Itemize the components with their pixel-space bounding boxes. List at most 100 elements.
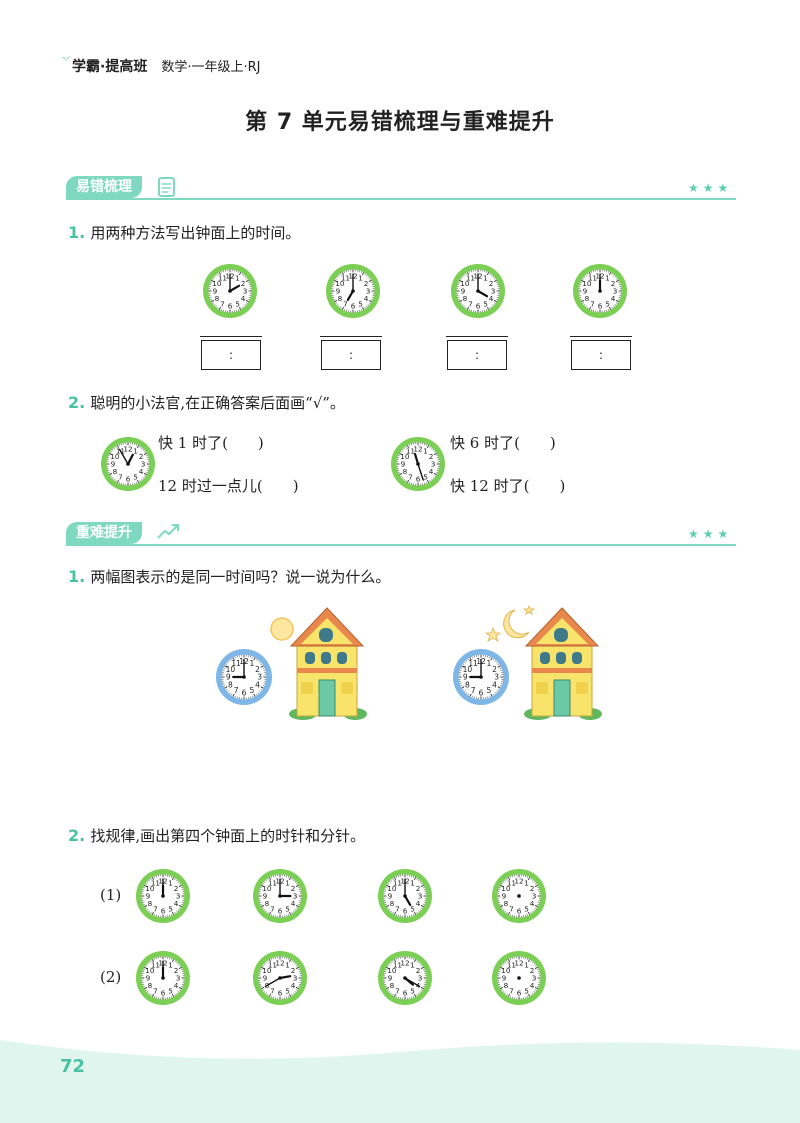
question-1-1: 1. 用两种方法写出钟面上的时间。 <box>68 222 300 243</box>
clock-number: 8 <box>338 294 343 303</box>
section2-divider <box>66 544 736 546</box>
clock-number: 2 <box>530 966 535 975</box>
digital-time-box[interactable]: : <box>571 340 631 370</box>
difficulty-stars-2: ★★★ <box>688 527 733 541</box>
clock-number: 11 <box>268 879 277 888</box>
answer-line[interactable] <box>200 336 262 337</box>
question-text: 找规律,画出第四个钟面上的时针和分针。 <box>90 827 366 845</box>
clock-center <box>126 462 130 466</box>
clock-number: 1 <box>168 961 173 970</box>
clock-number: 5 <box>285 987 290 996</box>
clock-center <box>161 894 165 898</box>
clock-number: 1 <box>168 879 173 888</box>
clock-number: 2 <box>174 966 179 975</box>
clock-number: 3 <box>491 287 496 296</box>
clock-number: 1 <box>605 274 610 283</box>
answer-line[interactable] <box>320 336 382 337</box>
clock-number: 9 <box>263 974 268 983</box>
clock-number: 6 <box>242 688 247 697</box>
clock-number: 8 <box>390 981 395 990</box>
clock-number: 4 <box>174 899 179 908</box>
clock-number: 7 <box>270 987 275 996</box>
option-text[interactable]: 快 12 时了( ) <box>450 477 566 495</box>
colon: : <box>228 348 234 362</box>
clock-number: 4 <box>139 467 144 476</box>
clock-number: 12 <box>123 444 132 453</box>
clock-number: 5 <box>133 473 138 482</box>
clock-center <box>228 289 232 293</box>
clock-number: 3 <box>613 287 618 296</box>
clock-number: 2 <box>416 966 421 975</box>
clock-number: 7 <box>395 987 400 996</box>
clock-number: 9 <box>463 673 468 682</box>
clock-number: 6 <box>476 302 481 311</box>
clock-number: 10 <box>262 884 272 893</box>
clock-number: 10 <box>400 452 410 461</box>
clock-number: 8 <box>113 467 118 476</box>
book-subtitle: 数学·一年级上·RJ <box>161 60 261 75</box>
page-number: 72 <box>60 1056 86 1077</box>
answer-line[interactable] <box>446 336 508 337</box>
clock-center <box>403 976 407 980</box>
clock-number: 4 <box>255 680 260 689</box>
clock-number: 2 <box>611 279 616 288</box>
row-label: (2) <box>100 968 122 986</box>
clock-number: 1 <box>235 274 240 283</box>
clock-number: 1 <box>524 961 529 970</box>
clock-number: 9 <box>146 892 151 901</box>
clock-number: 12 <box>275 958 284 967</box>
clock-number: 6 <box>517 907 522 916</box>
digital-time-box[interactable]: : <box>201 340 261 370</box>
page-title: 第 7 单元易错梳理与重难提升 <box>245 110 555 135</box>
difficulty-stars-1: ★★★ <box>688 181 733 195</box>
minute-hand <box>404 977 421 988</box>
section2-label-text: 重难提升 <box>76 525 132 541</box>
clock-number: 6 <box>126 475 131 484</box>
clock-number: 4 <box>530 899 535 908</box>
clock-number: 9 <box>388 892 393 901</box>
clock-number: 9 <box>213 287 218 296</box>
clock-center <box>517 894 521 898</box>
clock-number: 10 <box>226 665 236 674</box>
clock-number: 7 <box>468 300 473 309</box>
question-number: 1. <box>68 567 86 586</box>
clock-number: 2 <box>364 279 369 288</box>
clock-number: 2 <box>241 279 246 288</box>
footer-wave <box>0 1040 800 1123</box>
clock-number: 1 <box>133 447 138 456</box>
clock-number: 8 <box>228 680 233 689</box>
clock-number: 2 <box>255 665 260 674</box>
clock-number: 5 <box>410 987 415 996</box>
clock-number: 4 <box>530 981 535 990</box>
clock-number: 11 <box>341 274 350 283</box>
clock-number: 8 <box>148 981 153 990</box>
option-text[interactable]: 快 6 时了( ) <box>450 434 556 452</box>
digital-time-box[interactable]: : <box>321 340 381 370</box>
clock-number: 9 <box>502 974 507 983</box>
question-1-2: 2. 聪明的小法官,在正确答案后面画“√”。 <box>68 392 345 413</box>
clock-number: 2 <box>492 665 497 674</box>
clock-number: 12 <box>413 444 422 453</box>
option-text[interactable]: 12 时过一点儿( ) <box>158 477 299 495</box>
clock-number: 5 <box>423 473 428 482</box>
clock-number: 11 <box>151 961 160 970</box>
clock-number: 3 <box>532 892 537 901</box>
clock-number: 2 <box>291 884 296 893</box>
clock-number: 7 <box>509 987 514 996</box>
option-text[interactable]: 快 1 时了( ) <box>158 434 264 452</box>
section-label-difficult: 重难提升 <box>66 522 142 544</box>
answer-line[interactable] <box>570 336 632 337</box>
clock-number: 7 <box>220 300 225 309</box>
clock-number: 5 <box>249 686 254 695</box>
clock-number: 4 <box>611 294 616 303</box>
digital-time-box[interactable]: : <box>447 340 507 370</box>
clock-number: 5 <box>285 905 290 914</box>
